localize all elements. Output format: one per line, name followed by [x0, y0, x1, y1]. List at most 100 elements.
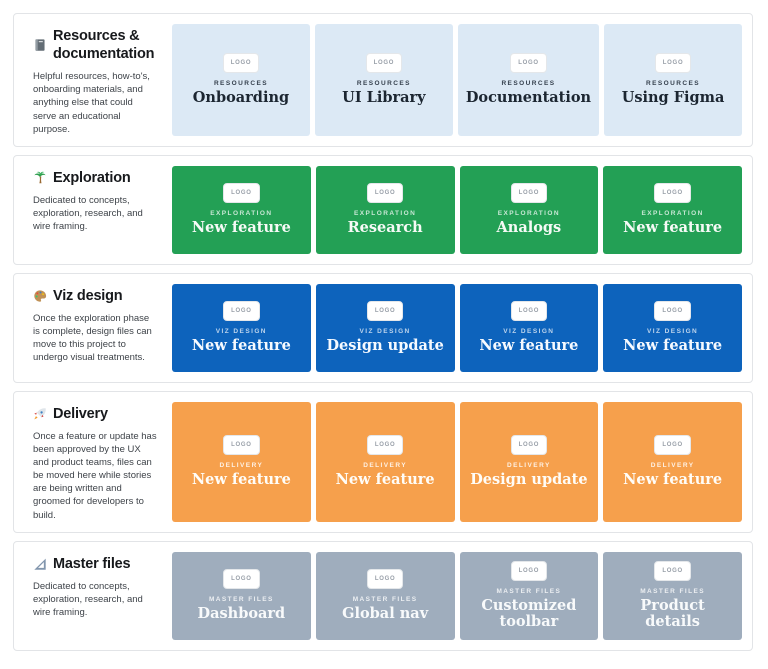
card-category-label: VIZ DESIGN [647, 327, 699, 335]
file-card-product-details[interactable]: LOGO MASTER FILES Product details [603, 551, 742, 640]
file-card-using-figma[interactable]: LOGO RESOURCES Using Figma [604, 24, 743, 136]
card-title: Analogs [496, 218, 562, 236]
section-heading: Viz design [33, 287, 158, 305]
card-category-label: VIZ DESIGN [503, 327, 555, 335]
section-master-files: Master files Dedicated to concepts, expl… [13, 540, 753, 651]
card-category-label: DELIVERY [650, 461, 695, 469]
section-heading: Master files [33, 555, 158, 573]
card-row: LOGO RESOURCES Onboarding LOGO RESOURCES… [172, 24, 743, 136]
file-card-new-feature[interactable]: LOGO DELIVERY New feature [172, 401, 311, 522]
card-category-label: EXPLORATION [210, 209, 273, 217]
card-title: Research [347, 218, 423, 236]
logo-placeholder: LOGO [223, 300, 260, 321]
file-card-design-update[interactable]: LOGO VIZ DESIGN Design update [315, 283, 455, 372]
card-title: New feature [623, 336, 723, 354]
section-exploration: Exploration Dedicated to concepts, explo… [13, 154, 753, 265]
logo-placeholder: LOGO [223, 568, 260, 589]
file-card-design-update[interactable]: LOGO DELIVERY Design update [459, 401, 599, 522]
card-title: New feature [191, 218, 291, 236]
card-row: LOGO EXPLORATION New feature LOGO EXPLOR… [172, 165, 742, 254]
logo-placeholder: LOGO [510, 300, 548, 321]
book-icon [33, 38, 47, 52]
logo-placeholder: LOGO [654, 300, 691, 321]
card-title: New feature [335, 470, 435, 488]
logo-placeholder: LOGO [223, 182, 260, 203]
section-title: Resources & documentation [53, 28, 155, 63]
card-category-label: RESOURCES [646, 80, 701, 88]
card-title: Using Figma [621, 89, 725, 107]
card-category-label: RESOURCES [501, 80, 556, 88]
card-title: New feature [479, 336, 579, 354]
section-heading: Delivery [33, 405, 158, 423]
card-category-label: MASTER FILES [640, 587, 706, 595]
file-card-new-feature[interactable]: LOGO EXPLORATION New feature [603, 165, 742, 254]
logo-placeholder: LOGO [510, 434, 548, 455]
section-info: Delivery Once a feature or update has be… [24, 402, 172, 522]
ruler-icon [33, 557, 47, 571]
file-card-new-feature[interactable]: LOGO VIZ DESIGN New feature [459, 283, 599, 372]
file-card-customized-toolbar[interactable]: LOGO MASTER FILES Customized toolbar [459, 551, 599, 640]
card-category-label: MASTER FILES [208, 595, 274, 603]
logo-placeholder: LOGO [223, 434, 260, 455]
card-title: UI Library [342, 89, 426, 107]
logo-placeholder: LOGO [510, 560, 548, 581]
card-category-label: VIZ DESIGN [215, 327, 267, 335]
file-card-new-feature[interactable]: LOGO DELIVERY New feature [603, 401, 742, 522]
section-resources-documentation: Resources & documentation Helpful resour… [13, 13, 753, 147]
logo-placeholder: LOGO [365, 53, 403, 74]
section-title: Viz design [53, 287, 123, 304]
card-title: Dashboard [197, 604, 286, 622]
logo-placeholder: LOGO [366, 434, 404, 455]
card-title: Global nav [342, 604, 429, 622]
card-category-label: RESOURCES [356, 80, 411, 88]
rocket-icon [33, 407, 47, 421]
file-card-new-feature[interactable]: LOGO DELIVERY New feature [315, 401, 455, 522]
section-description: Once the exploration phase is complete, … [33, 312, 152, 364]
section-heading: Exploration [33, 169, 158, 187]
logo-placeholder: LOGO [654, 182, 691, 203]
card-title: Product details [640, 596, 705, 631]
file-card-research[interactable]: LOGO EXPLORATION Research [315, 165, 455, 254]
card-title: New feature [191, 336, 291, 354]
file-card-new-feature[interactable]: LOGO VIZ DESIGN New feature [172, 283, 311, 372]
card-title: Onboarding [192, 89, 290, 107]
file-card-new-feature[interactable]: LOGO EXPLORATION New feature [172, 165, 311, 254]
card-category-label: EXPLORATION [641, 209, 704, 217]
file-card-ui-library[interactable]: LOGO RESOURCES UI Library [314, 24, 453, 136]
file-card-documentation[interactable]: LOGO RESOURCES Documentation [457, 24, 600, 136]
file-card-analogs[interactable]: LOGO EXPLORATION Analogs [459, 165, 599, 254]
card-category-label: EXPLORATION [354, 209, 417, 217]
section-description: Helpful resources, how-to's, onboarding … [33, 71, 150, 135]
logo-placeholder: LOGO [366, 182, 404, 203]
file-card-new-feature[interactable]: LOGO VIZ DESIGN New feature [603, 283, 742, 372]
section-description: Once a feature or update has been approv… [33, 430, 157, 521]
card-row: LOGO DELIVERY New feature LOGO DELIVERY … [172, 401, 742, 522]
palm-tree-icon [33, 171, 47, 185]
card-title: New feature [623, 218, 723, 236]
section-heading: Resources & documentation [33, 27, 158, 63]
section-title: Delivery [53, 405, 108, 422]
card-row: LOGO MASTER FILES Dashboard LOGO MASTER … [172, 551, 742, 640]
section-info: Exploration Dedicated to concepts, explo… [24, 166, 172, 254]
palette-icon [33, 289, 47, 303]
section-title: Exploration [53, 169, 131, 186]
card-title: Customized toolbar [481, 596, 577, 631]
file-card-dashboard[interactable]: LOGO MASTER FILES Dashboard [172, 551, 311, 640]
logo-placeholder: LOGO [366, 568, 404, 589]
file-card-onboarding[interactable]: LOGO RESOURCES Onboarding [172, 24, 310, 136]
logo-placeholder: LOGO [654, 560, 691, 581]
card-title: Design update [470, 470, 588, 488]
file-card-global-nav[interactable]: LOGO MASTER FILES Global nav [315, 551, 455, 640]
logo-placeholder: LOGO [510, 182, 548, 203]
card-category-label: MASTER FILES [496, 587, 562, 595]
logo-placeholder: LOGO [366, 300, 404, 321]
section-description: Dedicated to concepts, exploration, rese… [33, 580, 143, 619]
section-viz-design: Viz design Once the exploration phase is… [13, 272, 753, 383]
section-info: Resources & documentation Helpful resour… [24, 24, 172, 136]
card-category-label: VIZ DESIGN [359, 327, 411, 335]
card-category-label: DELIVERY [363, 461, 407, 469]
logo-placeholder: LOGO [654, 53, 692, 74]
card-category-label: EXPLORATION [497, 209, 560, 217]
logo-placeholder: LOGO [654, 434, 691, 455]
